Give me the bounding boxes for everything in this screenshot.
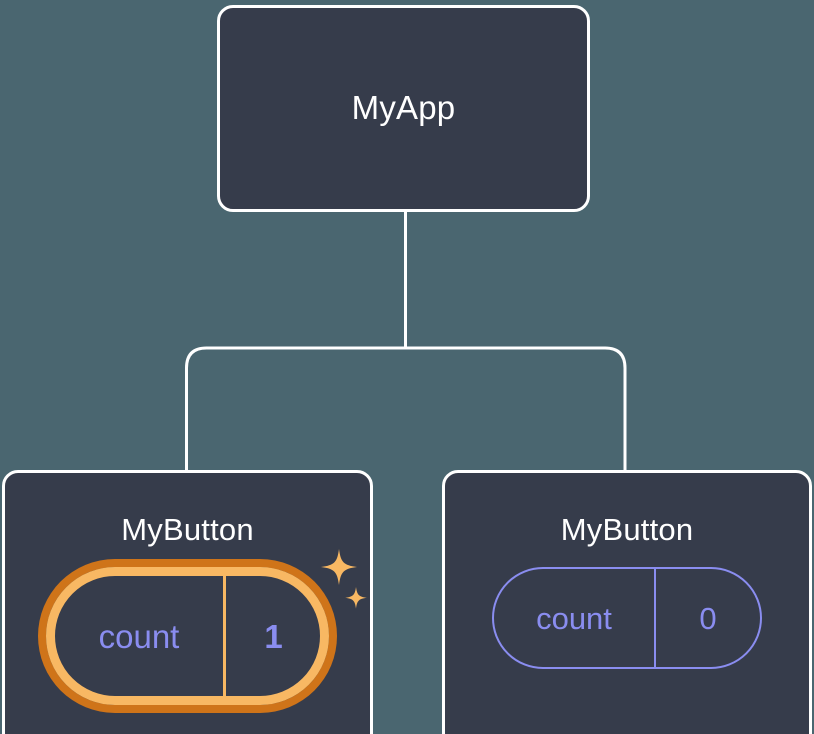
sparkle-large	[321, 549, 357, 586]
state-pill-right-value: 0	[699, 600, 717, 636]
state-pill-right-key: count	[536, 600, 612, 636]
state-pill-right[interactable]: count 0	[492, 567, 762, 670]
state-pill-right-wrapper: count 0	[492, 567, 762, 670]
sparkle-small	[345, 587, 367, 609]
state-pill-left[interactable]: count 1	[46, 567, 329, 706]
state-pill-left-key: count	[98, 617, 180, 655]
node-mybutton-left[interactable]: MyButton count 1	[2, 470, 373, 734]
connector-bus	[185, 346, 627, 470]
node-mybutton-right[interactable]: MyButton count 0	[442, 470, 812, 734]
node-myapp[interactable]: MyApp	[217, 5, 590, 212]
state-pill-left-divider	[223, 576, 226, 697]
node-myapp-label: MyApp	[351, 89, 456, 127]
state-pill-right-divider	[654, 569, 656, 668]
node-mybutton-left-label: MyButton	[121, 512, 254, 547]
node-mybutton-right-label: MyButton	[560, 512, 694, 547]
state-pill-left-wrapper: count 1	[46, 549, 367, 706]
state-pill-left-value: 1	[264, 617, 283, 655]
